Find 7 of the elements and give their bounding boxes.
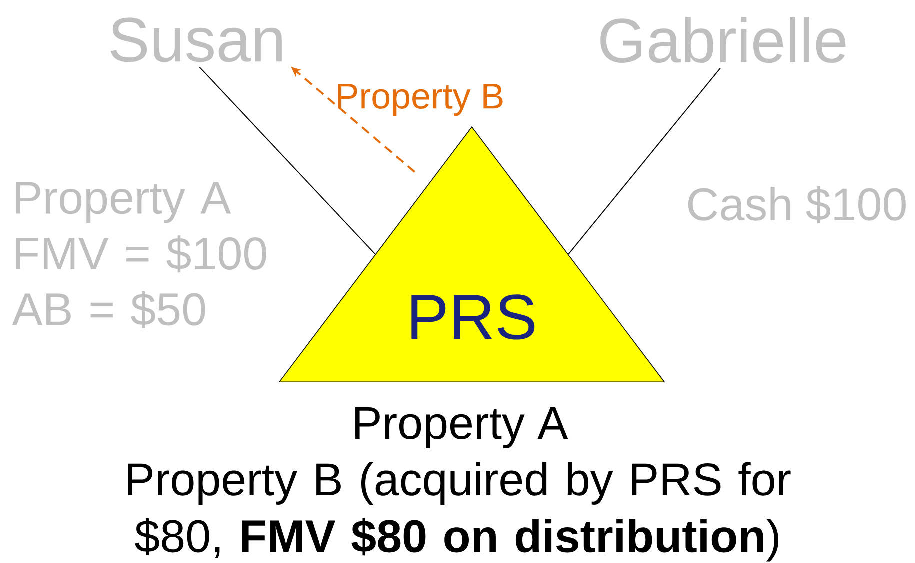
partner-name: Gabrielle bbox=[600, 16, 846, 64]
partner-name: Susan bbox=[110, 18, 282, 62]
asset-note: Property A FMV = $100 AB = $50 bbox=[12, 182, 266, 328]
connector-line bbox=[199, 66, 376, 255]
distribution-note: Property B (acquired by PRS for $80, FMV $80 on distribution) bbox=[128, 462, 791, 562]
edge-label: Property B bbox=[338, 84, 503, 116]
connector-line bbox=[568, 68, 721, 255]
